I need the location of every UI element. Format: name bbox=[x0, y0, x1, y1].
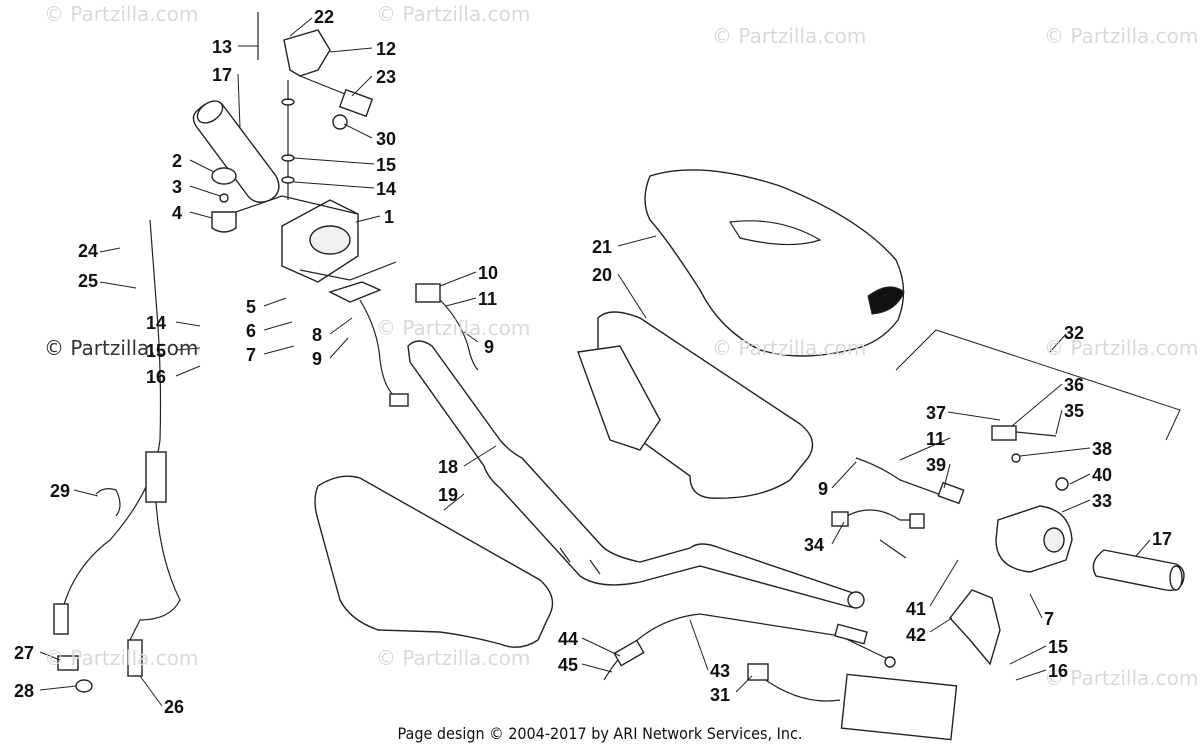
callout-label: 38 bbox=[1092, 439, 1113, 459]
callout-label: 6 bbox=[246, 321, 257, 341]
callout-label: 4 bbox=[172, 203, 183, 223]
handguard-bracket bbox=[577, 345, 661, 451]
left-grip bbox=[192, 100, 280, 203]
callout-label: 20 bbox=[592, 265, 613, 285]
choke-cable-branch bbox=[129, 501, 181, 641]
callout-label: 15 bbox=[376, 155, 397, 175]
callout-label: 11 bbox=[926, 429, 946, 449]
callout-label: 30 bbox=[376, 129, 397, 149]
callout-label: 11 bbox=[478, 289, 498, 309]
callout-label: 21 bbox=[592, 237, 613, 257]
callout-label: 3 bbox=[172, 177, 183, 197]
callout-label: 43 bbox=[710, 661, 731, 681]
callout-label: 16 bbox=[1048, 661, 1069, 681]
callout-label: 22 bbox=[314, 7, 335, 27]
callout-label: 45 bbox=[558, 655, 579, 675]
callout-label: 5 bbox=[246, 297, 257, 317]
handlebar-pad bbox=[644, 169, 905, 357]
callout-label: 32 bbox=[1064, 323, 1085, 343]
callout-label: 15 bbox=[146, 341, 167, 361]
callout-label: 31 bbox=[710, 685, 731, 705]
callout-label: 42 bbox=[906, 625, 927, 645]
callout-label: 9 bbox=[484, 337, 495, 357]
part-36 bbox=[991, 425, 1017, 441]
part-28 bbox=[75, 679, 93, 693]
callout-label: 9 bbox=[312, 349, 323, 369]
throttle-cable bbox=[603, 613, 891, 681]
copyright-footer: Page design © 2004-2017 by ARI Network S… bbox=[397, 724, 803, 743]
handguard-left bbox=[314, 475, 554, 648]
part-27 bbox=[57, 655, 79, 671]
handlebar bbox=[407, 340, 865, 609]
cable-splitter bbox=[145, 451, 167, 503]
throttle-connector bbox=[389, 393, 409, 407]
heater-wire bbox=[759, 675, 841, 702]
watermark: © Partzilla.com bbox=[712, 336, 867, 360]
clip-29 bbox=[95, 488, 121, 517]
watermark: © Partzilla.com bbox=[44, 2, 199, 26]
callout-label: 2 bbox=[172, 151, 183, 171]
callout-label: 40 bbox=[1092, 465, 1113, 485]
callout-label: 23 bbox=[376, 67, 397, 87]
watermark: © Partzilla.com bbox=[376, 646, 531, 670]
callout-label: 10 bbox=[478, 263, 499, 283]
callout-label: 33 bbox=[1092, 491, 1113, 511]
watermark: © Partzilla.com bbox=[1044, 24, 1199, 48]
callout-label: 19 bbox=[438, 485, 459, 505]
throttle-housing bbox=[235, 195, 397, 283]
callout-label: 7 bbox=[1044, 609, 1055, 629]
cap-2 bbox=[211, 167, 237, 185]
switch-10 bbox=[415, 283, 441, 303]
callout-label: 17 bbox=[1152, 529, 1173, 549]
throttle-mount bbox=[257, 12, 374, 200]
callout-label: 44 bbox=[558, 629, 579, 649]
watermark: © Partzilla.com bbox=[376, 2, 531, 26]
watermark: © Partzilla.com bbox=[44, 646, 199, 670]
watermark: © Partzilla.com bbox=[44, 336, 199, 360]
callout-label: 35 bbox=[1064, 401, 1085, 421]
switch-housing-33 bbox=[995, 505, 1073, 573]
watermark: © Partzilla.com bbox=[712, 24, 867, 48]
watermark: © Partzilla.com bbox=[376, 316, 531, 340]
callout-label: 13 bbox=[212, 37, 233, 57]
bracket-32 bbox=[895, 329, 1181, 441]
callout-label: 25 bbox=[78, 271, 99, 291]
brake-lever bbox=[949, 589, 1001, 666]
callout-label: 29 bbox=[50, 481, 71, 501]
plug-4 bbox=[211, 211, 237, 233]
callout-label: 24 bbox=[78, 241, 99, 261]
callout-label: 17 bbox=[212, 65, 233, 85]
callout-label: 18 bbox=[438, 457, 459, 477]
harness-39 bbox=[855, 457, 945, 497]
screw-3 bbox=[219, 193, 229, 203]
callout-label: 9 bbox=[818, 479, 829, 499]
throttle-wire bbox=[359, 299, 401, 401]
callout-label: 39 bbox=[926, 455, 947, 475]
heater-element bbox=[840, 673, 958, 741]
callout-label: 26 bbox=[164, 697, 185, 717]
leader-lines bbox=[39, 17, 1151, 707]
harness-34 bbox=[839, 509, 920, 559]
callout-label: 1 bbox=[384, 207, 395, 227]
callout-label: 27 bbox=[14, 643, 35, 663]
callout-label: 41 bbox=[906, 599, 927, 619]
callout-label: 7 bbox=[246, 345, 257, 365]
callout-label: 14 bbox=[146, 313, 167, 333]
callout-label: 37 bbox=[926, 403, 947, 423]
callout-label: 15 bbox=[1048, 637, 1069, 657]
watermark: © Partzilla.com bbox=[1044, 666, 1199, 690]
callout-label: 36 bbox=[1064, 375, 1085, 395]
switch-wire bbox=[439, 299, 479, 371]
callout-label: 34 bbox=[804, 535, 825, 555]
callout-label: 8 bbox=[312, 325, 323, 345]
throttle-lever bbox=[328, 281, 382, 303]
choke-cable bbox=[59, 219, 162, 621]
callout-label: 28 bbox=[14, 681, 35, 701]
callout-label: 12 bbox=[376, 39, 397, 59]
callout-label: 14 bbox=[376, 179, 397, 199]
watermark: © Partzilla.com bbox=[1044, 336, 1199, 360]
callout-label: 16 bbox=[146, 367, 167, 387]
